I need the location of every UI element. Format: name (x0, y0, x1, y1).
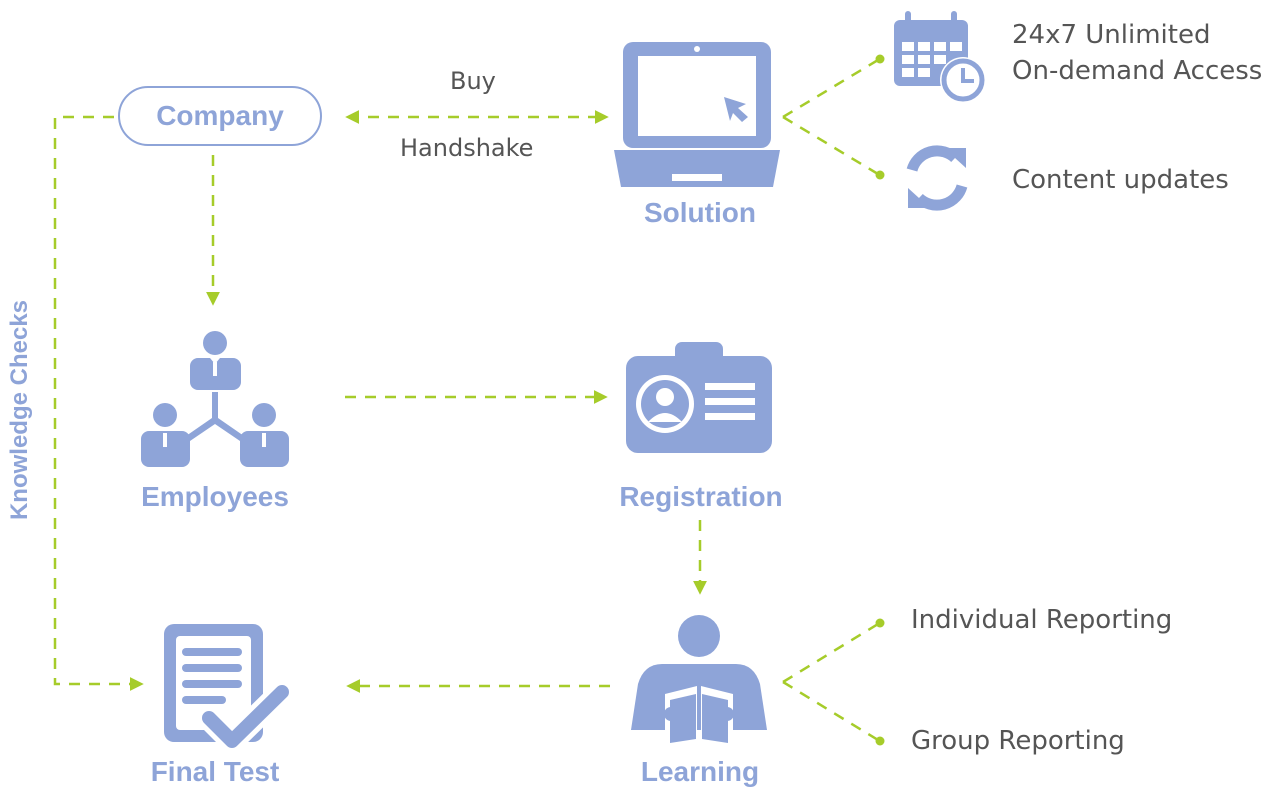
reading-learner-icon (631, 615, 767, 748)
final-test-label: Final Test (150, 756, 280, 787)
employees-label: Employees (141, 481, 289, 512)
group-bullet (875, 736, 885, 746)
knowledge-checks-label: Knowledge Checks (6, 299, 33, 521)
learning-individual-branch (782, 622, 879, 684)
learning-label: Learning (640, 756, 760, 787)
solution-updates-branch (782, 115, 879, 176)
registration-label: Registration (619, 481, 783, 512)
employees-hierarchy-icon (141, 331, 289, 467)
access-line1-label: 24x7 Unlimited (1012, 20, 1211, 50)
handshake-label: Handshake (400, 134, 534, 162)
access-bullet (875, 54, 885, 64)
calendar-clock-icon (894, 11, 986, 103)
updates-bullet (875, 170, 885, 180)
company-node: Company (118, 86, 322, 146)
learning-group-branch (782, 680, 879, 742)
document-check-icon (164, 624, 294, 753)
solution-access-branch (782, 58, 879, 119)
access-line2-label: On-demand Access (1012, 56, 1263, 86)
refresh-icon (906, 145, 968, 211)
knowledge-checks-connector (53, 115, 144, 691)
content-updates-label: Content updates (1012, 165, 1229, 195)
id-badge-icon (626, 342, 772, 453)
group-reporting-label: Group Reporting (911, 726, 1125, 756)
buy-label: Buy (450, 67, 496, 95)
solution-label: Solution (644, 197, 756, 228)
laptop-icon (614, 42, 780, 187)
individual-bullet (875, 618, 885, 628)
individual-reporting-label: Individual Reporting (911, 605, 1173, 635)
